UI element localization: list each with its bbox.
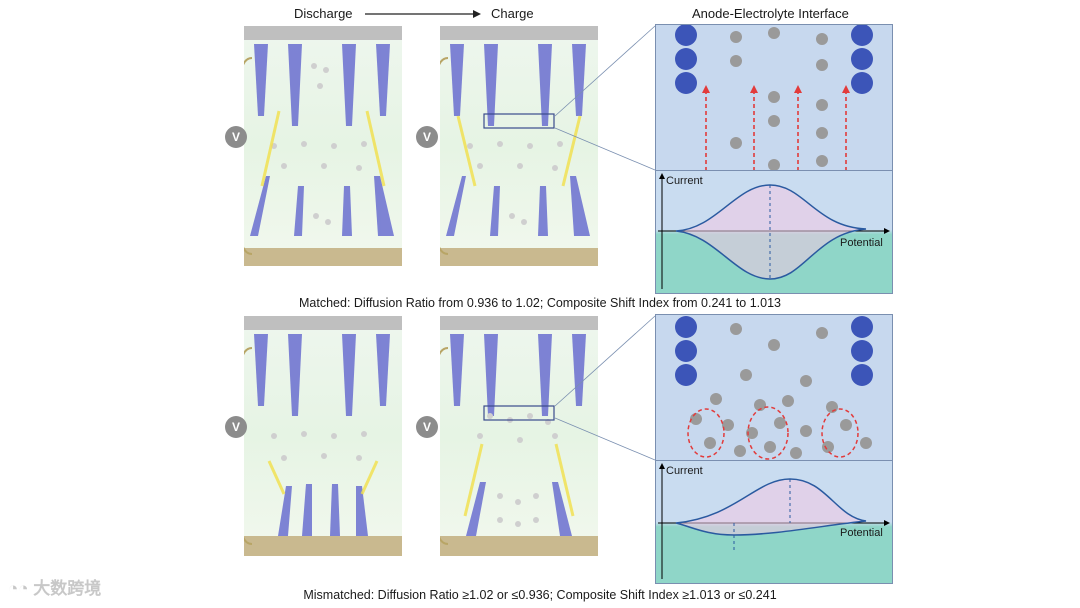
interface-header: Anode-Electrolyte Interface: [692, 6, 849, 21]
matched-interface-zoom: [655, 24, 893, 172]
mismatched-interface-zoom: [655, 314, 893, 462]
matched-charge-illustration: [440, 26, 598, 266]
mismatched-caption: Mismatched: Diffusion Ratio ≥1.02 or ≤0.…: [303, 588, 777, 602]
matched-charge-cell: [440, 26, 598, 266]
zoom-connector: [554, 315, 656, 461]
potential-axis-label: Potential: [840, 527, 883, 539]
matched-discharge-cell: [244, 26, 402, 266]
charge-header: Charge: [491, 6, 534, 21]
watermark: ◔◔ 大数跨境: [8, 574, 101, 599]
matched-cv-plot: Current Potential: [655, 170, 893, 294]
mismatched-cv-plot: Current Potential: [655, 460, 893, 584]
mismatched-interface-illustration: [675, 316, 873, 460]
voltage-badge: V: [416, 126, 438, 148]
matched-caption: Matched: Diffusion Ratio from 0.936 to 1…: [299, 296, 781, 310]
matched-interface-illustration: [675, 25, 873, 171]
mismatched-charge-cell: [440, 316, 598, 556]
mismatched-discharge-cell: [244, 316, 402, 556]
discharge-header: Discharge: [294, 6, 353, 21]
voltage-badge: V: [416, 416, 438, 438]
watermark-text: 大数跨境: [33, 579, 102, 598]
watermark-logo-icon: ◔◔: [8, 579, 34, 598]
matched-cv-curve: [658, 173, 890, 289]
voltage-badge: V: [225, 416, 247, 438]
mismatched-discharge-illustration: [244, 316, 402, 556]
mismatched-cv-curve: [658, 463, 890, 579]
mismatched-charge-illustration: [440, 316, 598, 556]
current-axis-label: Current: [666, 465, 703, 477]
voltage-badge: V: [225, 126, 247, 148]
potential-axis-label: Potential: [840, 237, 883, 249]
direction-arrow-icon: [365, 10, 481, 18]
matched-discharge-illustration: [244, 26, 402, 266]
zoom-connector: [554, 25, 656, 171]
current-axis-label: Current: [666, 175, 703, 187]
